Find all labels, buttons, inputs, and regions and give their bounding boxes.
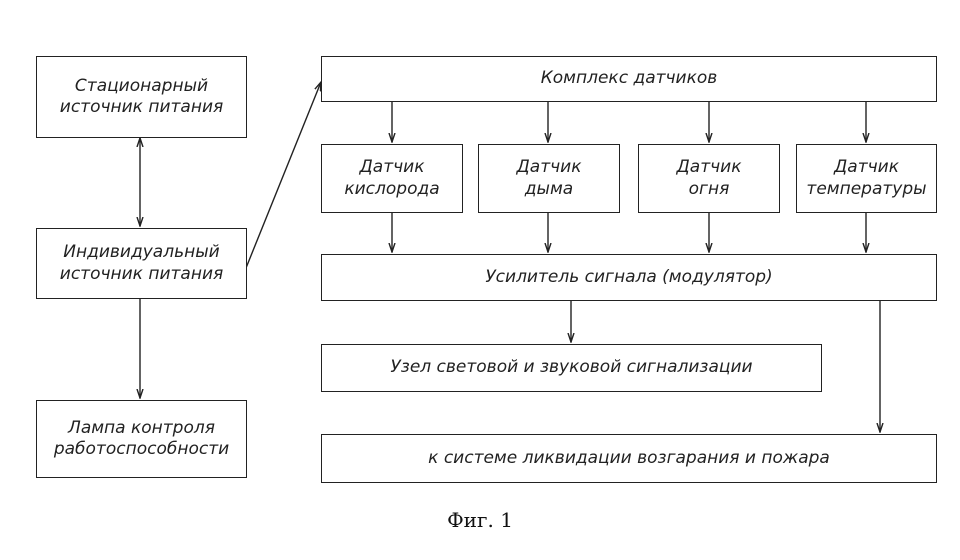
health-lamp-line-1: Лампа контроля <box>68 417 215 438</box>
fire-sensor-box: Датчик огня <box>638 144 780 213</box>
smoke-sensor-box: Датчик дыма <box>478 144 620 213</box>
stationary-power-line-1: Стационарный <box>74 75 209 96</box>
individual-power-line-1: Индивидуальный <box>63 242 220 263</box>
fire-sensor-line-1: Датчик <box>676 157 742 178</box>
individual-power-source-box: Индивидуальный источник питания <box>36 228 247 299</box>
stationary-power-source-box: Стационарный источник питания <box>36 56 247 138</box>
extinguish-system-label: к системе ликвидации возгарания и пожара <box>428 447 830 468</box>
temperature-sensor-line-1: Датчик <box>834 157 899 178</box>
smoke-sensor-line-2: дыма <box>524 178 574 199</box>
signal-amplifier-box: Усилитель сигнала (модулятор) <box>321 254 937 301</box>
alarm-unit-label: Узел световой и звуковой сигнализации <box>390 357 753 378</box>
link-individual-complex <box>245 82 321 269</box>
health-lamp-box: Лампа контроля работоспособности <box>36 400 247 478</box>
figure-caption: Фиг. 1 <box>447 508 513 532</box>
smoke-sensor-line-1: Датчик <box>516 157 582 178</box>
stationary-power-line-2: источник питания <box>59 97 224 117</box>
health-lamp-line-2: работоспособности <box>53 439 230 459</box>
temperature-sensor-line-2: температуры <box>806 178 927 199</box>
signal-amplifier-label: Усилитель сигнала (модулятор) <box>485 266 773 287</box>
oxygen-sensor-box: Датчик кислорода <box>321 144 463 213</box>
sensor-complex-label: Комплекс датчиков <box>540 68 718 89</box>
extinguish-system-box: к системе ликвидации возгарания и пожара <box>321 434 937 483</box>
oxygen-sensor-line-2: кислорода <box>344 178 440 199</box>
oxygen-sensor-line-1: Датчик <box>359 157 425 178</box>
alarm-unit-box: Узел световой и звуковой сигнализации <box>321 344 822 392</box>
fire-sensor-line-2: огня <box>688 178 730 199</box>
sensor-complex-box: Комплекс датчиков <box>321 56 937 102</box>
temperature-sensor-box: Датчик температуры <box>796 144 937 213</box>
individual-power-line-2: источник питания <box>59 263 224 284</box>
